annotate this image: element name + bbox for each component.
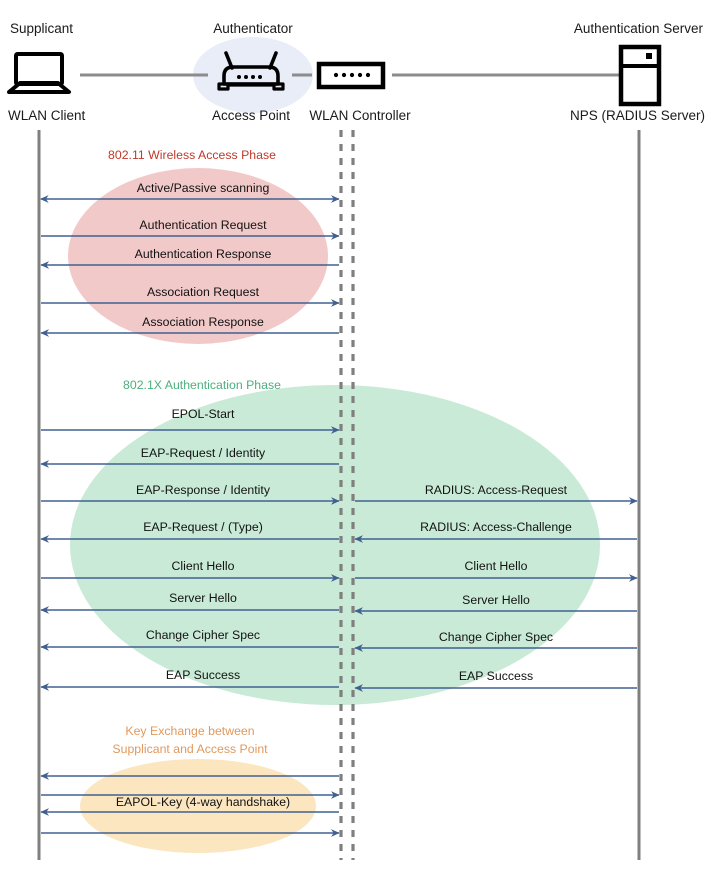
role-title-supplicant: Supplicant (10, 21, 73, 36)
phase-label-key-exchange-line1: Key Exchange between (125, 724, 254, 738)
msg-label-client-hello-left: Client Hello (172, 559, 235, 573)
msg-label-eap-response-identity: EAP-Response / Identity (136, 483, 271, 497)
node-caption-access-point: Access Point (212, 108, 290, 123)
phase-ellipse-wireless-access (68, 168, 328, 344)
role-title-authentication-server: Authentication Server (574, 21, 704, 36)
msg-label-eap-request-type: EAP-Request / (Type) (143, 520, 263, 534)
phase-label-wireless-access: 802.11 Wireless Access Phase (108, 148, 276, 162)
phase-label-dot1x-auth: 802.1X Authentication Phase (123, 378, 281, 392)
phase-ellipse-dot1x-auth (70, 385, 600, 705)
msg-label-eap-success-left: EAP Success (166, 668, 240, 682)
msg-label-association-request: Association Request (147, 285, 260, 299)
node-caption-nps-radius-server: NPS (RADIUS Server) (570, 108, 705, 123)
access-point-icon (217, 51, 285, 91)
role-title-authenticator: Authenticator (213, 21, 293, 36)
msg-label-eap-success-right: EAP Success (459, 669, 533, 683)
msg-label-association-response: Association Response (142, 315, 264, 329)
msg-label-server-hello-left: Server Hello (169, 591, 237, 605)
node-caption-wlan-client: WLAN Client (8, 108, 86, 123)
msg-label-radius-access-challenge: RADIUS: Access-Challenge (420, 520, 572, 534)
msg-label-authentication-response: Authentication Response (135, 247, 272, 261)
msg-label-radius-access-request: RADIUS: Access-Request (425, 483, 568, 497)
laptop-icon (7, 52, 71, 94)
server-icon (618, 44, 662, 107)
msg-label-change-cipher-spec-right: Change Cipher Spec (439, 630, 553, 644)
wlan-controller-icon (316, 61, 386, 90)
msg-label-eap-request-identity: EAP-Request / Identity (141, 446, 266, 460)
message-group-phase1: Active/Passive scanning Authentication R… (40, 181, 340, 337)
msg-label-change-cipher-spec-left: Change Cipher Spec (146, 628, 260, 642)
msg-label-eapol-key-4-way-handshake: EAPOL-Key (4-way handshake) (116, 795, 290, 809)
message-group-phase2-left: EPOL-Start EAP-Request / Identity EAP-Re… (40, 407, 340, 691)
phase-ellipse-key-exchange (80, 759, 316, 853)
msg-label-active-passive-scanning: Active/Passive scanning (137, 181, 270, 195)
msg-label-client-hello-right: Client Hello (465, 559, 528, 573)
msg-label-epol-start: EPOL-Start (172, 407, 235, 421)
phase-label-key-exchange-line2: Supplicant and Access Point (112, 742, 268, 756)
node-caption-wlan-controller: WLAN Controller (309, 108, 411, 123)
message-group-phase3: EAPOL-Key (4-way handshake) (40, 772, 340, 837)
message-group-phase2-right: RADIUS: Access-Request RADIUS: Access-Ch… (354, 483, 638, 692)
msg-label-server-hello-right: Server Hello (462, 593, 530, 607)
msg-label-authentication-request: Authentication Request (139, 218, 267, 232)
